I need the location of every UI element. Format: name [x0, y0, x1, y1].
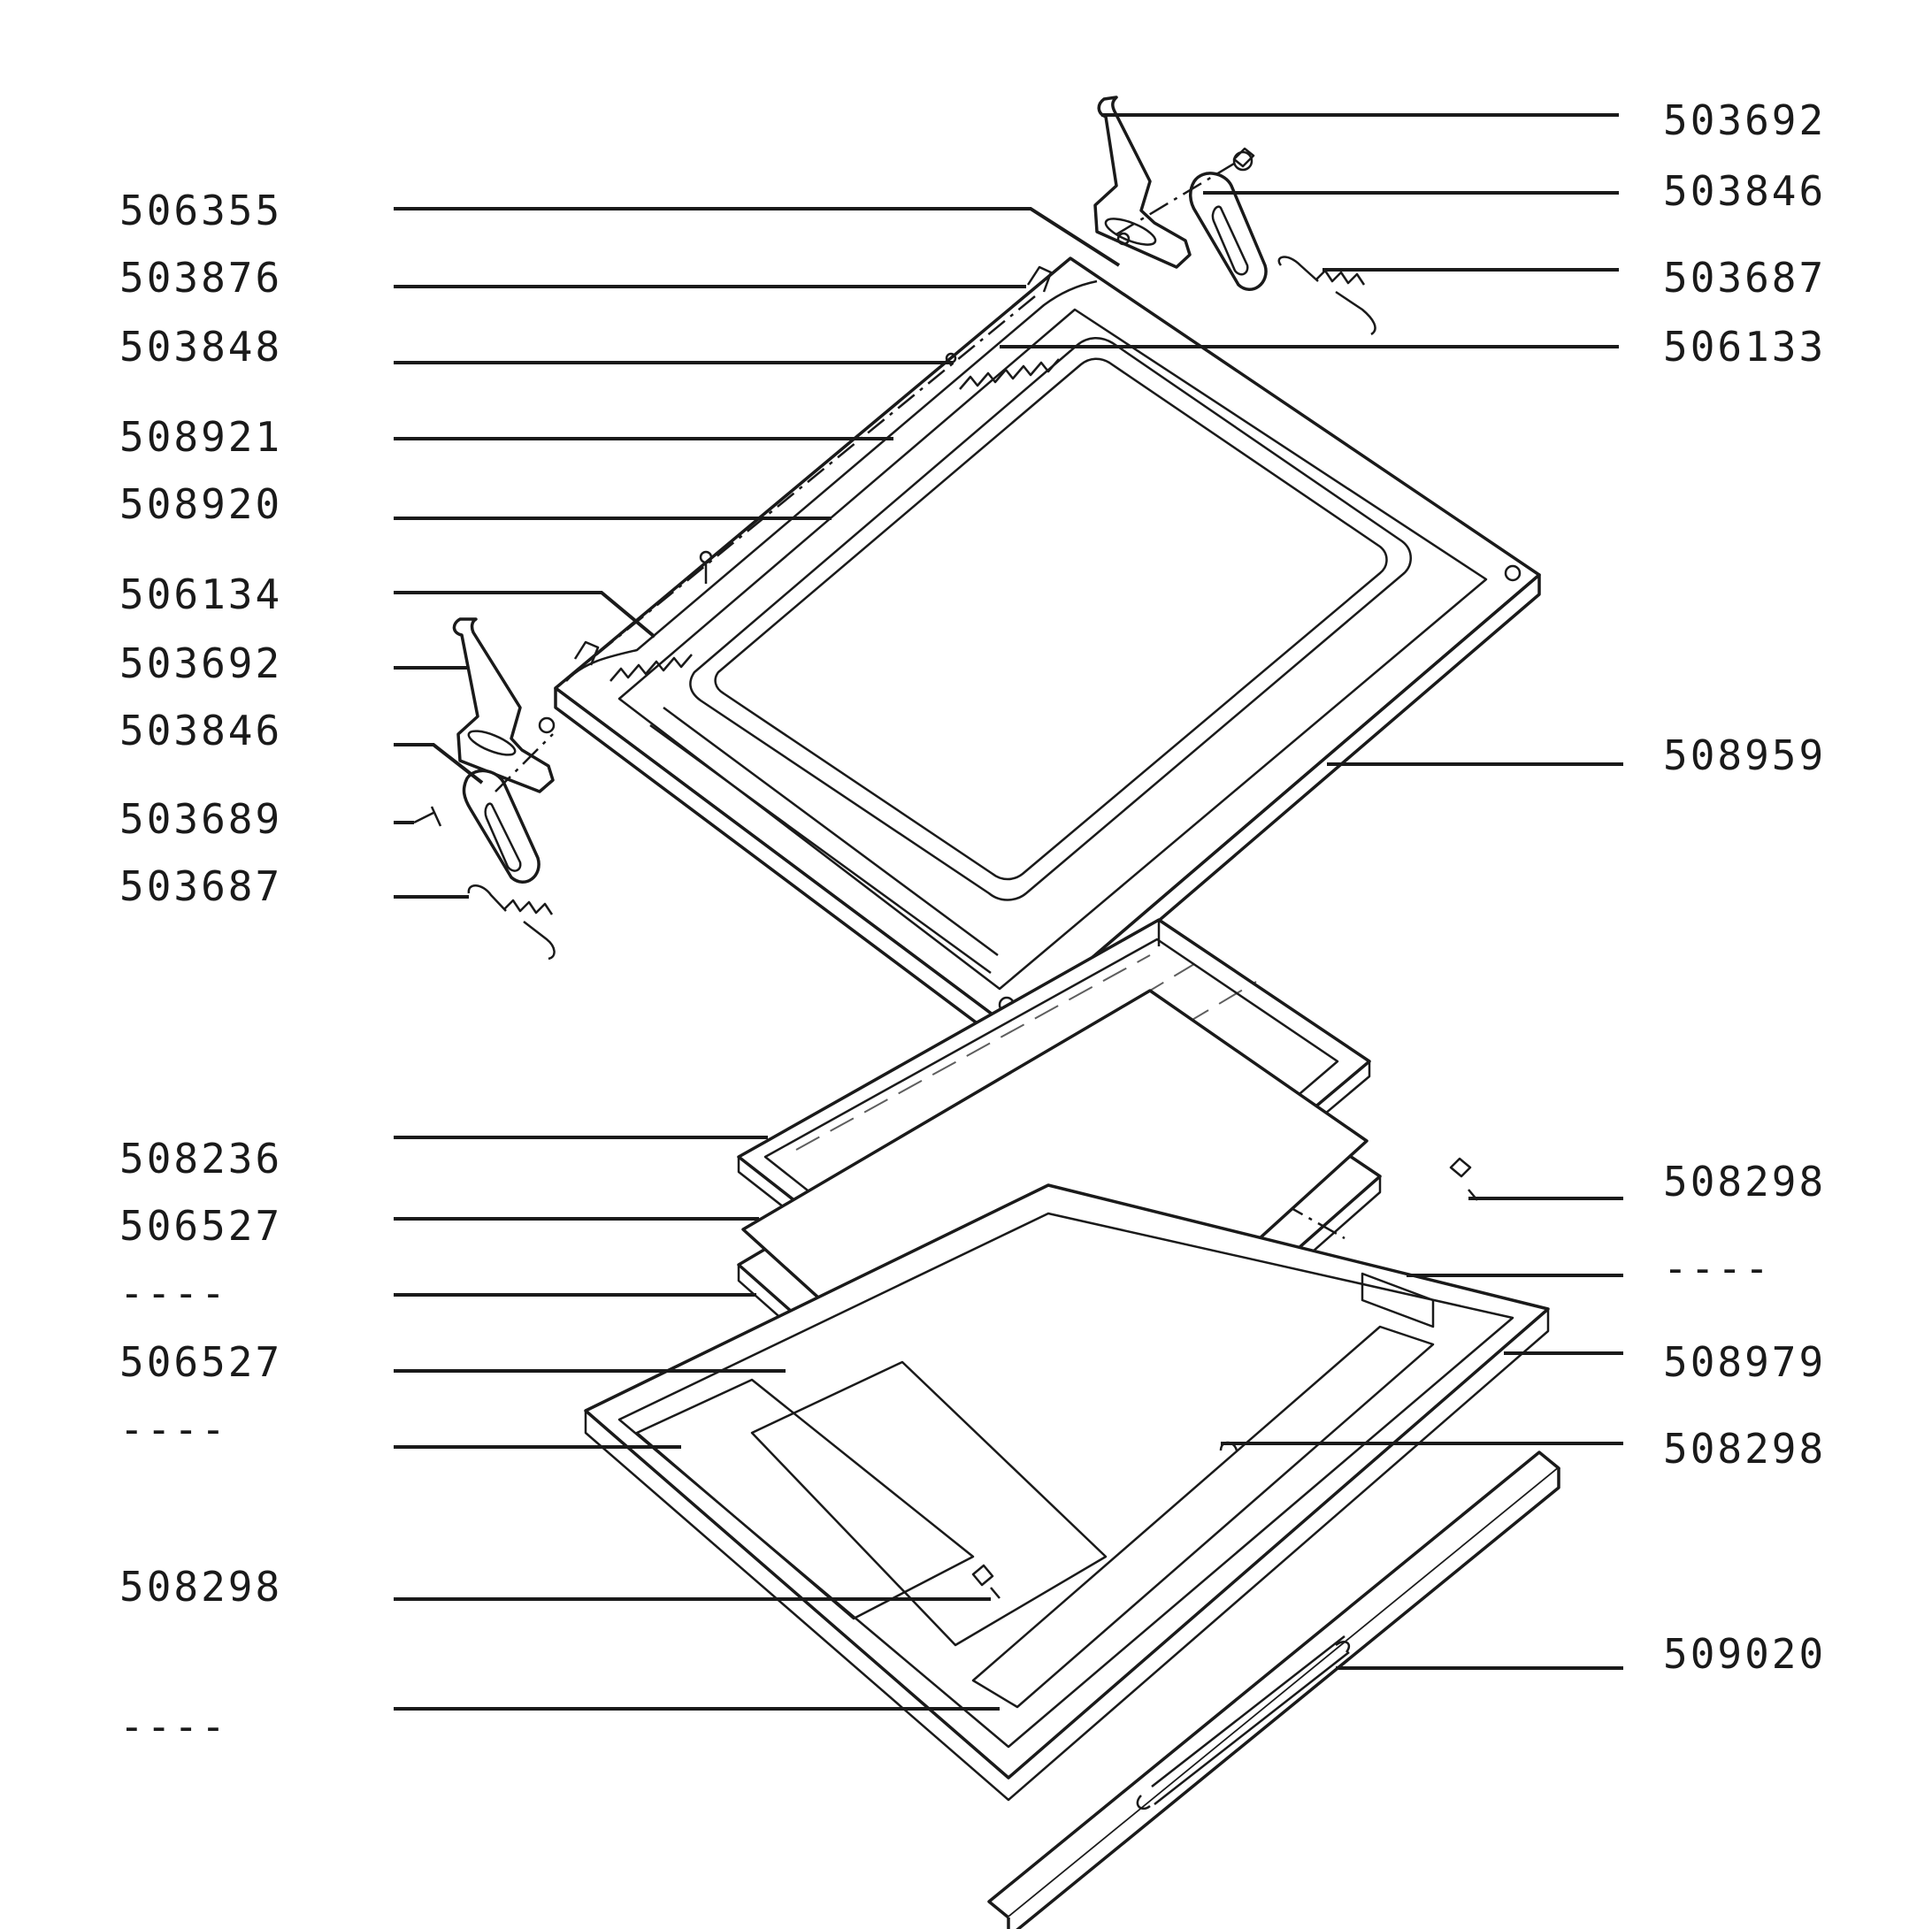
callout-p8: 508979 [1504, 1338, 1826, 1386]
right-hinge-bracket [1093, 96, 1192, 269]
callout-p7: ---- [1407, 1244, 1772, 1292]
part-number-label: 508298 [1663, 1158, 1826, 1206]
callout-p16: 506134 [119, 570, 656, 639]
callout-p19: 503689 [119, 795, 414, 843]
part-number-label: 503692 [1663, 96, 1826, 144]
part-number-label: ---- [1663, 1244, 1772, 1292]
callout-p1: 503692 [1101, 96, 1826, 144]
callout-p14: 508921 [119, 413, 893, 461]
callout-p17: 503692 [119, 639, 469, 687]
part-number-label: 506527 [119, 1202, 282, 1250]
callout-p3: 503687 [1322, 254, 1826, 302]
part-number-label: 509020 [1663, 1630, 1826, 1678]
small-fasteners [573, 147, 1255, 666]
callout-p27: ---- [119, 1703, 1000, 1750]
part-number-label: 508298 [1663, 1425, 1826, 1473]
callout-p18: 503846 [119, 707, 484, 785]
part-number-label: 508920 [119, 480, 282, 528]
callout-p22: 506527 [119, 1202, 759, 1250]
callout-p6: 508298 [1468, 1158, 1826, 1206]
torsion-springs [610, 358, 1060, 682]
part-number-label: 506134 [119, 570, 282, 618]
right-hinge-plate [1189, 150, 1268, 291]
callout-p24: 506527 [119, 1338, 786, 1386]
callout-p21: 508236 [119, 1135, 768, 1183]
handle-strip [987, 1451, 1560, 1929]
callout-p20: 503687 [119, 862, 469, 910]
drawing [413, 96, 1560, 1929]
callout-p25: ---- [119, 1405, 681, 1453]
part-number-label: 506527 [119, 1338, 282, 1386]
callout-p4: 506133 [1000, 323, 1826, 371]
part-number-label: 508298 [119, 1563, 282, 1611]
leader-line [394, 207, 1121, 267]
outer-door-frame [554, 256, 1541, 1050]
callout-p23: ---- [119, 1269, 756, 1317]
left-hinge-bracket [452, 617, 555, 793]
callout-p12: 503876 [119, 254, 1026, 302]
part-number-label: 508959 [1663, 731, 1826, 779]
callout-p9: 508298 [1221, 1425, 1826, 1473]
part-number-label: ---- [119, 1405, 228, 1453]
part-number-label: 508979 [1663, 1338, 1826, 1386]
callout-p5: 508959 [1327, 731, 1826, 779]
part-number-label: 506355 [119, 187, 282, 234]
assembly-axes [494, 159, 1239, 792]
leader-line [394, 591, 656, 639]
inner-door-panel [584, 1157, 1550, 1802]
part-number-label: ---- [119, 1703, 228, 1750]
callout-p2: 503846 [1203, 167, 1826, 215]
part-number-label: 503846 [119, 707, 282, 754]
part-number-label: 503846 [1663, 167, 1826, 215]
part-number-label: 508236 [119, 1135, 282, 1183]
part-number-label: 503692 [119, 639, 282, 687]
part-number-label: 508921 [119, 413, 282, 461]
part-number-label: ---- [119, 1269, 228, 1317]
callout-p15: 508920 [119, 480, 832, 528]
part-labels: 503692 503846 503687 506133 508959 508298 ----… [119, 96, 1826, 1750]
callout-p11: 506355 [119, 187, 1121, 267]
part-number-label: 503687 [1663, 254, 1826, 302]
callout-p13: 503848 [119, 323, 954, 371]
part-number-label: 503876 [119, 254, 282, 302]
part-number-label: 503687 [119, 862, 282, 910]
callout-p26: 508298 [119, 1563, 991, 1611]
left-hinge-plate [413, 716, 556, 884]
left-hinge-spring [467, 884, 556, 961]
part-number-label: 503848 [119, 323, 282, 371]
leader-line [394, 743, 484, 785]
part-number-label: 506133 [1663, 323, 1826, 371]
part-number-label: 503689 [119, 795, 282, 843]
callout-p10: 509020 [1336, 1630, 1826, 1678]
